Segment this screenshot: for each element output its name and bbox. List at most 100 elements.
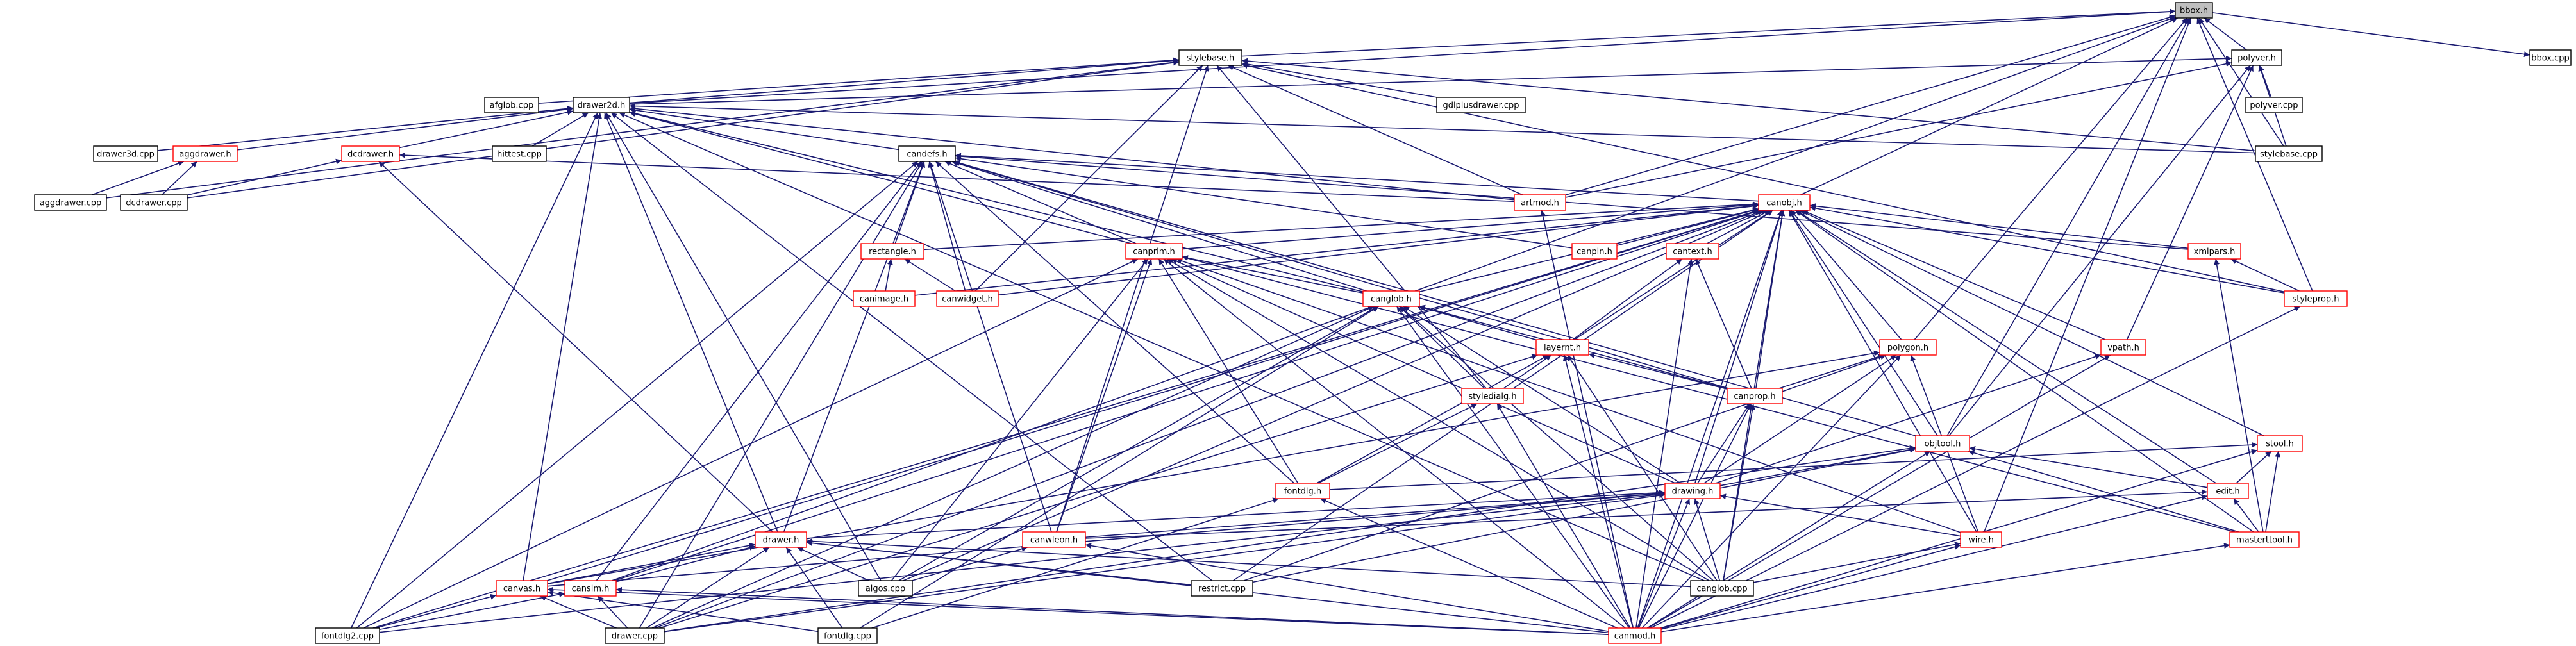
- edge-canmod_h-to-stool_h: [1660, 449, 2258, 629]
- node-candefs-h[interactable]: candefs.h: [898, 145, 956, 162]
- node-afglob-cpp[interactable]: afglob.cpp: [484, 97, 539, 113]
- edge-canvas_h-to-drawing_h: [547, 490, 1666, 587]
- edge-masterttool_h-to-drawer2d_h: [629, 111, 2236, 533]
- node-canglob-h[interactable]: canglob.h: [1362, 290, 1420, 307]
- node-box: [853, 290, 916, 307]
- node-gdiplusdrawer-cpp[interactable]: gdiplusdrawer.cpp: [1436, 97, 1526, 113]
- edge-canprop_h-to-polygon_h: [1778, 354, 1884, 389]
- edge-masterttool_h-to-canobj_h: [1794, 210, 2254, 533]
- edge-drawing_h-to-canprop_h: [1697, 403, 1750, 484]
- node-label: polyver.h: [2237, 54, 2276, 63]
- node-masterttool-h[interactable]: masterttool.h: [2229, 531, 2300, 548]
- node-canmod-h[interactable]: canmod.h: [1608, 627, 1662, 644]
- node-cantext-h[interactable]: cantext.h: [1666, 243, 1719, 260]
- node-xmlpars-h[interactable]: xmlpars.h: [2187, 243, 2241, 260]
- node-styledialg-h[interactable]: styledialg.h: [1461, 388, 1524, 404]
- edge-canglob_cpp-to-canprop_h: [1723, 403, 1755, 581]
- node-stool-h[interactable]: stool.h: [2257, 435, 2303, 452]
- node-cansim-h[interactable]: cansim.h: [564, 580, 617, 597]
- node-polygon-h[interactable]: polygon.h: [1879, 339, 1937, 356]
- node-box: [1571, 243, 1618, 260]
- edge-drawing_h-to-canobj_h: [1694, 210, 1783, 484]
- edge-polygon_h-to-bbox_h: [1914, 17, 2188, 340]
- edge-restrict_cpp-to-drawer2d_h: [610, 112, 1213, 581]
- node-label: fontdlg.cpp: [824, 632, 871, 642]
- edge-wire_h-to-canobj_h: [1788, 210, 1977, 533]
- edge-canwleon_h-to-canprim_h: [1056, 258, 1153, 533]
- node-canwidget-h[interactable]: canwidget.h: [936, 290, 999, 307]
- node-styleprop-h[interactable]: styleprop.h: [2284, 290, 2348, 307]
- edge-dcdrawer_h-to-drawer2d_h: [399, 109, 574, 149]
- edge-canvas_h-to-drawer2d_h: [523, 112, 603, 581]
- node-canglob-cpp[interactable]: canglob.cpp: [1690, 580, 1754, 597]
- node-label: drawer2d.h: [578, 101, 625, 111]
- edge-canglob_h-to-candefs_h: [951, 160, 1367, 292]
- node-layernt-h[interactable]: layernt.h: [1535, 339, 1589, 356]
- node-box: [1275, 483, 1330, 499]
- node-box: [120, 194, 188, 211]
- node-fontdlg-h[interactable]: fontdlg.h: [1275, 483, 1330, 499]
- node-polyver-h[interactable]: polyver.h: [2231, 49, 2282, 66]
- edge-aggdrawer_cpp-to-stylebase_h: [106, 59, 1180, 199]
- edge-canmod_h-to-styleprop_h: [1650, 306, 2301, 629]
- edge-drawer_cpp-to-drawer_h: [646, 547, 770, 629]
- edge-aggdrawer_h-to-drawer2d_h: [237, 106, 574, 151]
- edge-fontdlg2_cpp-to-drawing_h: [379, 492, 1666, 633]
- edge-canwidget_h-to-stylebase_h: [974, 65, 1203, 292]
- node-canpin-h[interactable]: canpin.h: [1571, 243, 1618, 260]
- node-label: canwidget.h: [942, 295, 993, 304]
- node-drawer-h[interactable]: drawer.h: [755, 531, 807, 548]
- node-artmod-h[interactable]: artmod.h: [1514, 194, 1566, 211]
- node-box: [1879, 339, 1937, 356]
- node-drawing-h[interactable]: drawing.h: [1664, 483, 1721, 499]
- node-box: [1022, 531, 1086, 548]
- edge-vpath_h-to-canobj_h: [1802, 210, 2106, 340]
- edge-masterttool_h-to-xmlpars_h: [2214, 258, 2264, 533]
- node-stylebase-cpp[interactable]: stylebase.cpp: [2255, 145, 2323, 162]
- node-polyver-cpp[interactable]: polyver.cpp: [2245, 97, 2303, 113]
- edge-drawer_cpp-to-drawing_h: [664, 492, 1666, 633]
- node-drawer-cpp[interactable]: drawer.cpp: [605, 627, 665, 644]
- edge-cansim_h-to-candefs_h: [596, 161, 922, 581]
- node-aggdrawer-cpp[interactable]: aggdrawer.cpp: [34, 194, 107, 211]
- node-fontdlg2-cpp[interactable]: fontdlg2.cpp: [315, 627, 380, 644]
- node-aggdrawer-h[interactable]: aggdrawer.h: [172, 145, 238, 162]
- edge-cantext_h-to-canobj_h: [1707, 210, 1770, 244]
- node-fontdlg-cpp[interactable]: fontdlg.cpp: [817, 627, 878, 644]
- node-edit-h[interactable]: edit.h: [2207, 483, 2249, 499]
- edge-canglob_cpp-to-layernt_h: [1567, 354, 1718, 581]
- node-box: [2255, 145, 2323, 162]
- node-algos-cpp[interactable]: algos.cpp: [858, 580, 913, 597]
- node-restrict-cpp[interactable]: restrict.cpp: [1191, 580, 1253, 597]
- node-box: [573, 97, 630, 113]
- node-dcdrawer-cpp[interactable]: dcdrawer.cpp: [120, 194, 188, 211]
- edge-drawer_cpp-to-canvas_h: [540, 595, 617, 629]
- edge-stylebase_h-to-bbox_h: [1241, 8, 2176, 57]
- node-bbox-h[interactable]: bbox.h: [2175, 2, 2213, 19]
- edge-fontdlg2_cpp-to-canobj_h: [372, 209, 1759, 629]
- node-objtool-h[interactable]: objtool.h: [1915, 435, 1970, 452]
- node-canobj-h[interactable]: canobj.h: [1758, 194, 1811, 211]
- node-bbox-cpp[interactable]: bbox.cpp: [2529, 49, 2572, 66]
- node-canprop-h[interactable]: canprop.h: [1727, 388, 1783, 404]
- node-canvas-h[interactable]: canvas.h: [496, 580, 548, 597]
- node-wire-h[interactable]: wire.h: [1960, 531, 2002, 548]
- edge-styledialg_h-to-layernt_h: [1503, 354, 1552, 389]
- node-canimage-h[interactable]: canimage.h: [853, 290, 916, 307]
- node-layer: bbox.h bbox.cpp stylebase.h polyver.h polyve…: [34, 2, 2572, 644]
- edge-fontdlg2_cpp-to-cansim_h: [379, 592, 565, 631]
- edge-styleprop_h-to-stylebase_h: [1241, 63, 2285, 293]
- node-stylebase-h[interactable]: stylebase.h: [1178, 49, 1242, 66]
- node-drawer3d-cpp[interactable]: drawer3d.cpp: [93, 145, 158, 162]
- node-label: stool.h: [2266, 440, 2294, 449]
- edge-hittest_cpp-to-drawer2d_h: [531, 112, 589, 147]
- node-hittest-cpp[interactable]: hittest.cpp: [492, 145, 547, 162]
- edge-fontdlg2_cpp-to-candefs_h: [356, 161, 919, 629]
- node-drawer2d-h[interactable]: drawer2d.h: [573, 97, 630, 113]
- edge-canmod_h-to-styledialg_h: [1496, 403, 1631, 629]
- node-dcdrawer-h[interactable]: dcdrawer.h: [341, 145, 400, 162]
- node-canprim-h[interactable]: canprim.h: [1125, 243, 1183, 260]
- node-canwleon-h[interactable]: canwleon.h: [1022, 531, 1086, 548]
- node-rectangle-h[interactable]: rectangle.h: [860, 243, 924, 260]
- node-vpath-h[interactable]: vpath.h: [2100, 339, 2146, 356]
